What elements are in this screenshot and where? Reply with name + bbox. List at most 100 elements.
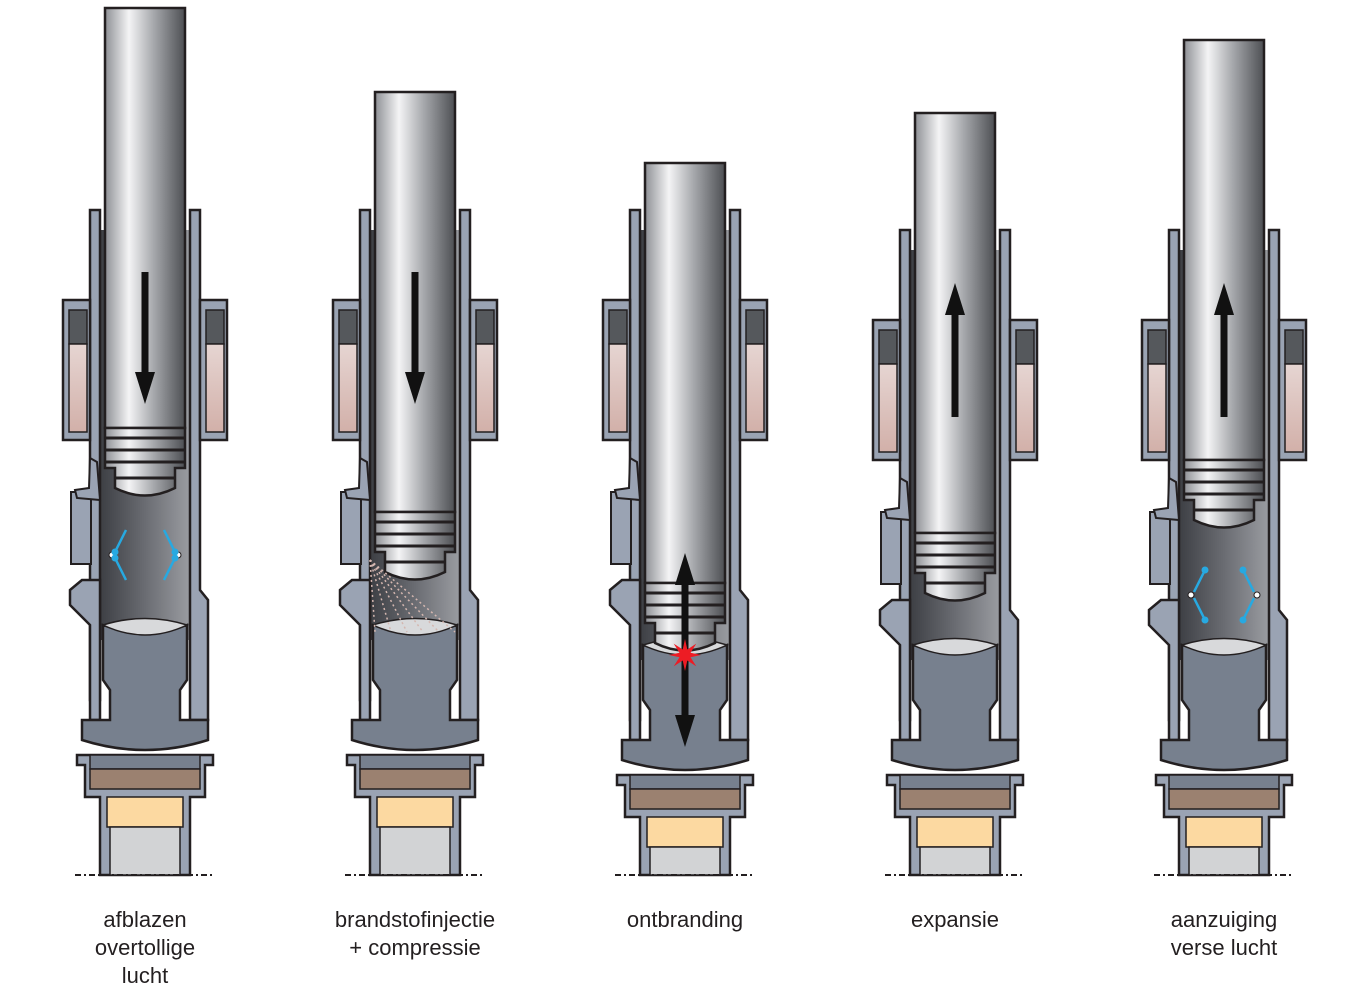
fuel-pump <box>610 491 632 565</box>
arrow-up-icon-head <box>675 553 695 585</box>
pile-cap <box>376 796 454 828</box>
pump-lever <box>883 476 912 522</box>
cylinder-wall-right <box>1267 228 1289 742</box>
cushion-top <box>1147 329 1167 365</box>
cushion-block <box>205 343 225 433</box>
ram-piston <box>643 161 727 585</box>
air-arrow-head <box>111 554 119 562</box>
air-flow-arrow-icon <box>1241 569 1256 593</box>
pump-lever <box>1152 476 1181 522</box>
label-line: expansie <box>910 907 1000 932</box>
exhaust-port <box>1253 591 1261 599</box>
fuel-spray <box>369 559 456 633</box>
helmet-plate <box>89 754 201 770</box>
air-flow-arrow-icon <box>1192 597 1207 621</box>
stage-blowout <box>61 6 229 877</box>
label-line: + compressie <box>349 935 481 960</box>
air-flow-arrow-icon <box>162 557 177 581</box>
fuel-spray <box>369 559 440 633</box>
air-arrow-head <box>171 548 179 556</box>
explosion-icon <box>669 639 701 671</box>
stage-label-ignition: ontbranding <box>565 906 805 934</box>
cushion-block <box>1015 363 1035 453</box>
cushion-block <box>338 343 358 433</box>
helmet-cushion <box>899 788 1011 810</box>
cushion-block <box>1147 363 1167 453</box>
cylinder-wall-right <box>458 208 480 722</box>
pile <box>379 826 451 876</box>
cushion-top <box>1015 329 1035 365</box>
helmet-cushion <box>1168 788 1280 810</box>
label-line: overtollige <box>94 935 196 960</box>
stage-label-blowout: afblazen overtollige lucht <box>25 906 265 990</box>
air-arrow-head <box>1239 616 1247 624</box>
air-arrow-head <box>1201 616 1209 624</box>
helmet-plate <box>1168 774 1280 790</box>
label-line: afblazen <box>103 907 187 932</box>
air-arrow-head <box>171 554 179 562</box>
helmet-cushion <box>629 788 741 810</box>
cushion-top <box>608 309 628 345</box>
cushion-block <box>68 343 88 433</box>
fuel-pump <box>340 491 362 565</box>
cylinder-wall-lower-left <box>878 598 912 742</box>
cushion-top <box>1284 329 1304 365</box>
cylinder-wall-lower-left <box>1147 598 1181 742</box>
anvil-face <box>370 617 460 636</box>
cushion-top <box>205 309 225 345</box>
air-flow-arrow-icon <box>1192 569 1207 593</box>
label-line: verse lucht <box>1170 935 1278 960</box>
stage-label-expansion: expansie <box>835 906 1075 934</box>
cushion-top <box>475 309 495 345</box>
cylinder-wall-right <box>998 228 1020 742</box>
helmet-cushion <box>359 768 471 790</box>
stage-label-injection: brandstofinjectie+ compressie <box>295 906 535 962</box>
arrow-down-icon-head <box>135 372 155 404</box>
fuel-pump <box>880 511 902 585</box>
cushion-block <box>608 343 628 433</box>
pile <box>649 846 721 876</box>
air-flow-arrow-icon <box>162 529 177 553</box>
anvil-face <box>910 637 1000 656</box>
air-flow-arrow-icon <box>113 557 128 581</box>
stage-label-intake: aanzuiging verse lucht <box>1104 906 1344 962</box>
helmet-plate <box>359 754 471 770</box>
cushion-top <box>68 309 88 345</box>
pile-cap <box>1185 816 1263 848</box>
pile <box>919 846 991 876</box>
pile-cap <box>106 796 184 828</box>
fuel-spray <box>369 559 408 633</box>
arrow-up-icon-head <box>1214 283 1234 315</box>
air-arrow-head <box>1201 566 1209 574</box>
arrow-up-icon-head <box>945 283 965 315</box>
stage-injection <box>331 90 499 877</box>
pile-cap <box>646 816 724 848</box>
pump-lever <box>343 456 372 502</box>
pump-lever <box>613 456 642 502</box>
anvil-face <box>100 617 190 636</box>
cushion-block <box>475 343 495 433</box>
label-line: aanzuiging <box>1170 907 1278 932</box>
cushion-top <box>878 329 898 365</box>
pump-lever <box>73 456 102 502</box>
fuel-pump <box>1149 511 1171 585</box>
pile <box>1188 846 1260 876</box>
helmet-plate <box>629 774 741 790</box>
label-line: ontbranding <box>626 907 744 932</box>
cylinder-wall-right <box>188 208 210 722</box>
fuel-spray <box>369 559 376 633</box>
cushion-block <box>745 343 765 433</box>
stage-ignition <box>601 161 769 877</box>
exhaust-port <box>1187 591 1195 599</box>
cylinder-wall-lower-left <box>338 578 372 722</box>
cushion-top <box>745 309 765 345</box>
helmet-cushion <box>89 768 201 790</box>
stage-expansion <box>871 111 1039 877</box>
label-line: lucht <box>121 963 169 988</box>
anvil-face <box>1179 637 1269 656</box>
pile <box>109 826 181 876</box>
cushion-block <box>1284 363 1304 453</box>
cushion-top <box>338 309 358 345</box>
air-flow-arrow-icon <box>113 529 128 553</box>
